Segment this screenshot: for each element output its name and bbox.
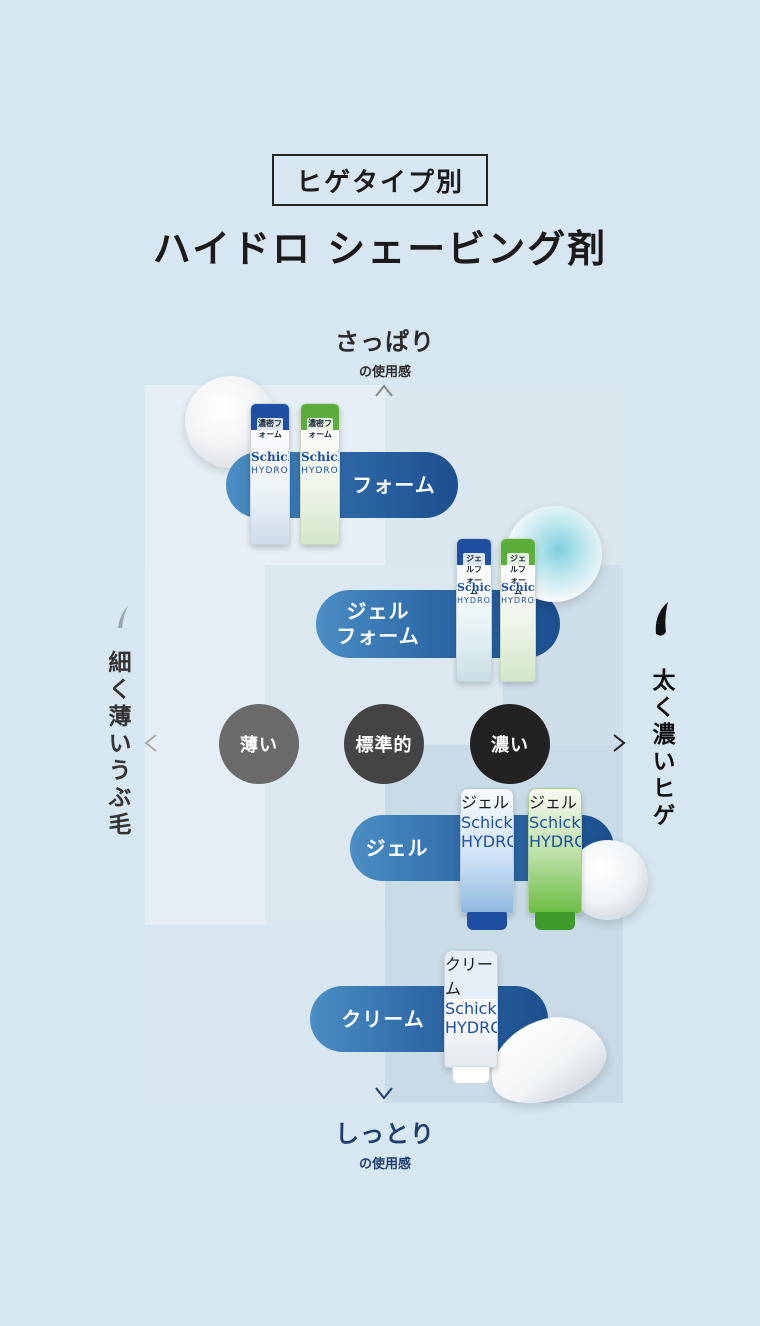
axis-bottom-main: しっとり: [335, 1120, 435, 1148]
horizontal-axis-arrow-right: [613, 734, 626, 752]
gel-tube-blue-cap: [467, 912, 507, 930]
axis-bottom-sub: の使用感: [358, 1157, 411, 1172]
gel-foam-can-blue-image: ジェルフォーム Schick HYDRO: [456, 538, 492, 682]
axis-bottom-label: しっとり の使用感: [280, 1114, 490, 1172]
vertical-axis-arrow-top: [375, 384, 393, 397]
gel-tube-green-cap: [535, 912, 575, 930]
gel-foam-can-green-label: ジェルフォーム: [507, 553, 529, 597]
gel-foam-can-blue-line: HYDRO: [457, 596, 491, 605]
thin-hair-icon: [118, 606, 128, 628]
foam-can-blue-brand: Schick: [251, 450, 289, 464]
gel-tube-blue-image: ジェル Schick HYDRO: [460, 788, 514, 914]
horizontal-axis-arrow-left: [144, 734, 157, 752]
level-circle-standard: 標準的: [344, 704, 424, 784]
product-label-gel: ジェル: [365, 835, 429, 860]
level-circle-heavy: 濃い: [470, 704, 550, 784]
foam-can-blue-image: 濃密フォーム Schick HYDRO: [250, 403, 290, 545]
gel-foam-can-green-image: ジェルフォーム Schick HYDRO: [500, 538, 536, 682]
cream-tube-brand: Schick: [445, 999, 497, 1018]
axis-top-sub: の使用感: [358, 365, 411, 380]
axis-top-main: さっぱり: [335, 328, 435, 356]
category-tag: ヒゲタイプ別: [272, 154, 488, 206]
foam-can-green-line: HYDRO: [301, 466, 339, 476]
gel-foam-can-green-line: HYDRO: [501, 596, 535, 605]
gel-tube-green-image: ジェル Schick HYDRO: [528, 788, 582, 914]
gel-foam-can-blue-label: ジェルフォーム: [463, 553, 485, 597]
axis-left-label: 細く薄いうぶ毛: [104, 650, 130, 839]
axis-right-label: 太く濃いヒゲ: [648, 668, 674, 830]
page-title: ハイドロ シェービング剤: [152, 227, 608, 271]
foam-can-blue-line: HYDRO: [251, 466, 289, 476]
gel-foam-can-green-brand: Schick: [501, 581, 535, 594]
level-label-standard: 標準的: [355, 735, 413, 756]
gel-tube-blue-line: HYDRO: [461, 832, 514, 851]
foam-can-green-label: 濃密フォーム: [307, 418, 333, 440]
gel-tube-green-line: HYDRO: [529, 832, 582, 851]
axis-top-label: さっぱり の使用感: [280, 322, 490, 380]
gel-foam-can-blue-brand: Schick: [457, 581, 491, 594]
category-tag-text: ヒゲタイプ別: [295, 167, 464, 198]
cream-tube-line: HYDRO: [445, 1018, 498, 1037]
product-label-gel-foam-line1: ジェル: [346, 599, 410, 623]
level-label-heavy: 濃い: [491, 735, 529, 756]
cream-tube-cap: [452, 1066, 490, 1084]
level-circle-light: 薄い: [219, 704, 299, 784]
vertical-axis-arrow-bottom: [375, 1087, 393, 1100]
foam-can-green-image: 濃密フォーム Schick HYDRO: [300, 403, 340, 545]
product-label-gel-foam-line2: フォーム: [336, 624, 420, 648]
gel-tube-green-brand: Schick: [529, 813, 581, 832]
gel-tube-blue-label: ジェル: [461, 793, 510, 812]
foam-can-blue-label: 濃密フォーム: [257, 418, 283, 440]
product-label-cream: クリーム: [341, 1006, 425, 1031]
product-label-foam: フォーム: [352, 472, 436, 497]
foam-can-green-brand: Schick: [301, 450, 339, 464]
gel-tube-green-label: ジェル: [529, 793, 578, 812]
cream-tube-image: クリーム Schick HYDRO: [444, 950, 498, 1068]
thick-hair-icon: [655, 602, 668, 636]
level-label-light: 薄い: [240, 735, 278, 756]
cream-tube-label: クリーム: [445, 951, 497, 999]
gel-tube-blue-brand: Schick: [461, 813, 513, 832]
